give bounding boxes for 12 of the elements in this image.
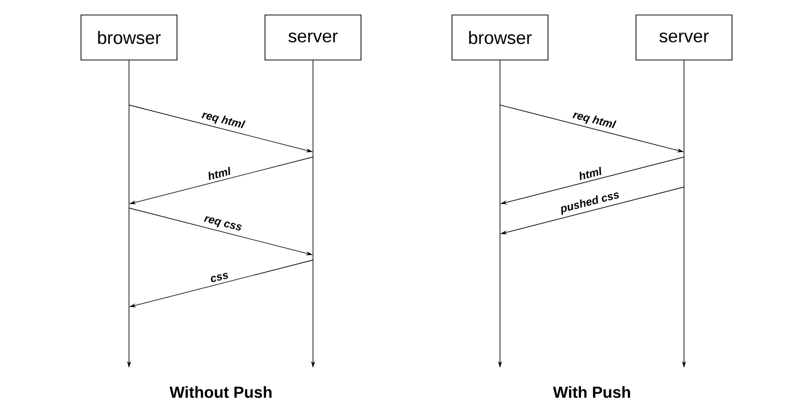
edge-label: req html <box>572 112 617 128</box>
edge-label: req css <box>204 216 242 230</box>
edge-label: css <box>210 272 228 282</box>
edge-label: html <box>580 166 602 180</box>
panel-title: Without Push <box>170 386 272 398</box>
edge-label: req html <box>202 112 246 128</box>
participant-box: browser <box>80 14 178 60</box>
participant-box: server <box>264 14 362 60</box>
participant-box: browser <box>452 14 548 60</box>
edge-label: html <box>208 166 230 180</box>
panel-title: With Push <box>552 386 630 398</box>
participant-box: server <box>636 14 732 60</box>
